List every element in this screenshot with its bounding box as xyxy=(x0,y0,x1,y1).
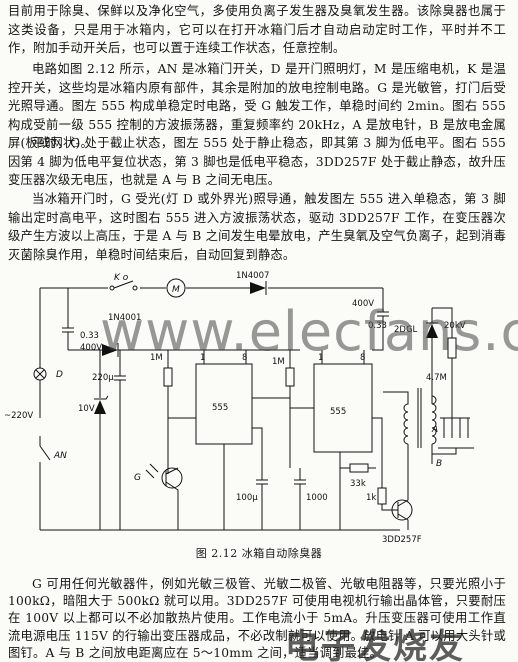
motor-label: M xyxy=(172,285,180,295)
watermark-site: www.elecfans.com xyxy=(100,300,518,363)
circuit-diagram: K o M 1N4007 D ~220V AN 0.33 400V 1N4001… xyxy=(4,271,474,545)
lamp-d-label: D xyxy=(56,370,63,380)
needle-a-label: A xyxy=(431,425,438,435)
capacitor-100u-label: 100μ xyxy=(236,493,258,503)
zener-10v-bar xyxy=(94,395,109,400)
diode-1n4007-label: 1N4007 xyxy=(236,271,269,281)
resistor-4-7m-label: 4.7M xyxy=(426,373,447,383)
transistor-3dd257f-leads xyxy=(397,458,409,530)
resistor-4-7m-symbol xyxy=(447,337,457,359)
positive-rail-wire xyxy=(117,343,300,357)
sensor-g-label: G xyxy=(134,473,141,483)
capacitor-left-voltage: 400V xyxy=(80,343,102,353)
phototransistor-g-symbol xyxy=(161,467,183,489)
switch-k-label: K o xyxy=(114,273,129,283)
figure-caption: 图 2.12 冰箱自动除臭器 xyxy=(195,547,323,560)
motor-symbol xyxy=(166,278,186,298)
diode-1n4001-symbol xyxy=(102,344,118,356)
chip-right-pin1: 1 xyxy=(318,353,323,363)
resistor-1m-right-symbol xyxy=(285,367,295,387)
transformer-core xyxy=(417,388,422,448)
watermark-brand: 电子发烧友 xyxy=(285,627,465,662)
chip-555-left-label: 555 xyxy=(212,403,228,413)
chip-right-pin8: 8 xyxy=(360,353,365,363)
switch-an-label: AN xyxy=(53,451,67,461)
switch-k-blade xyxy=(113,280,134,289)
diode-1n4007-symbol xyxy=(250,282,266,294)
capacitor-220u-label: 220μ xyxy=(92,373,114,383)
chip-555-right-pins xyxy=(290,350,383,530)
discharge-plate-b xyxy=(431,447,474,464)
resistor-4-7m-wire xyxy=(432,307,453,418)
chip-555-left-pins xyxy=(168,350,290,530)
transistor-3dd257f-symbol xyxy=(391,499,413,521)
capacitor-left-symbol xyxy=(62,288,74,350)
paragraph-door-open: 当冰箱开门时，G 受光(灯 D 或外界光)照导通，触发图左 555 进入单稳态，… xyxy=(8,192,506,262)
hv-diode-2dgl-label: 2DGL xyxy=(394,325,418,335)
lamp-d-symbol xyxy=(33,367,47,381)
transformer-primary xyxy=(383,391,409,458)
capacitor-1000-label: 1000 xyxy=(306,493,328,503)
lamp-d-cross xyxy=(35,369,45,379)
diode-1n4001-label: 1N4001 xyxy=(108,313,141,323)
hv-rating-label: 20kV xyxy=(444,321,466,331)
paragraph-circuit-description: 电路如图 2.12 所示，AN 是冰箱门开关，D 是开门照明灯，M 是压缩电机，… xyxy=(8,62,506,151)
mains-label: ~220V xyxy=(4,411,33,421)
chip-left-pin1: 1 xyxy=(200,353,205,363)
resistor-33k-label: 33k xyxy=(350,479,366,489)
capacitor-right-symbol xyxy=(372,288,389,351)
zener-10v-label: 10V xyxy=(78,404,95,414)
switch-k-contact-left xyxy=(109,285,115,291)
capacitor-220u-symbol xyxy=(114,350,126,530)
capacitor-100u-symbol xyxy=(252,427,268,530)
switch-an-blade xyxy=(39,445,51,461)
hv-diode-2dgl-symbol xyxy=(426,324,438,338)
resistor-1k-symbol xyxy=(377,487,387,505)
resistor-1m-left-symbol xyxy=(163,367,173,387)
capacitor-1000-symbol xyxy=(294,468,306,530)
paragraph-idle-state: 平时，G 处于截止状态，图左 555 处于静止稳态，即其第 3 脚为低电平。图右… xyxy=(8,136,506,188)
switch-k-contact-right xyxy=(132,285,138,291)
chip-555-right-label: 555 xyxy=(330,407,346,417)
zener-10v-symbol xyxy=(94,400,106,414)
resistor-1m-left-label: 1M xyxy=(150,353,163,363)
capacitor-right-value: 0.33 xyxy=(368,321,387,331)
resistor-1k-wire xyxy=(381,482,398,511)
transformer-secondary xyxy=(431,395,437,445)
resistor-33k-symbol xyxy=(349,463,369,473)
paragraph-component-notes: G 可用任何光敏器件，例如光敏三极管、光敏二极管、光敏电阻器等，只要光照小于 1… xyxy=(8,577,506,660)
chip-left-pin8: 8 xyxy=(242,353,247,363)
capacitor-left-value: 0.33 xyxy=(80,331,99,341)
transistor-3dd257f-label: 3DD257F xyxy=(382,535,422,545)
light-rays-icon xyxy=(145,463,159,479)
capacitor-right-voltage: 400V xyxy=(352,299,374,309)
paragraph-intro: 目前用于除臭、保鲜以及净化空气，多使用负离子发生器及臭氧发生器。该除臭器也属于这… xyxy=(8,4,506,56)
discharge-needle-a xyxy=(440,417,470,438)
plate-b-label: B xyxy=(436,459,442,469)
resistor-1m-right-label: 1M xyxy=(272,357,285,367)
hv-diode-2dgl-bar xyxy=(426,308,438,324)
phototransistor-g-leads xyxy=(165,467,179,530)
resistor-1k-label: 1k xyxy=(366,493,376,503)
